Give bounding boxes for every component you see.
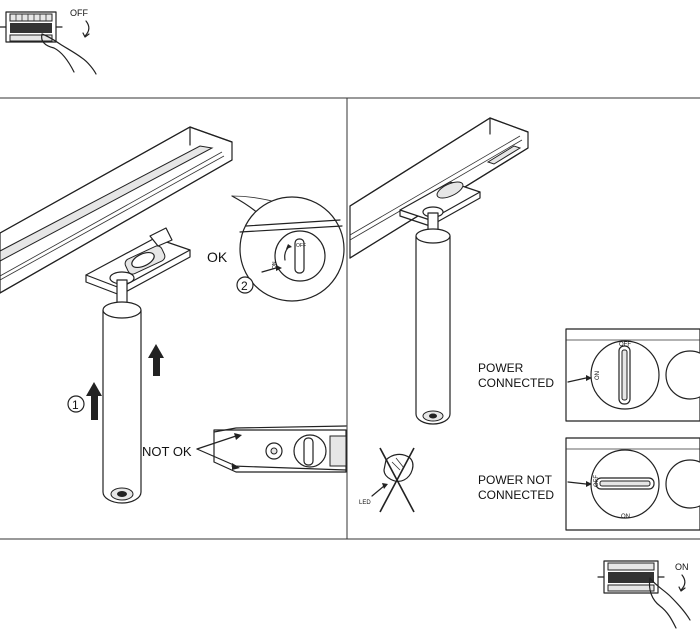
dial-off-label: OFF — [619, 342, 631, 348]
dial-on-label: ON — [595, 371, 601, 380]
spotlight-body — [102, 271, 142, 504]
push-up-arrows — [86, 344, 164, 420]
not-ok-label: NOT OK — [142, 444, 192, 459]
left-panel: 1 OFF ON OK 2 — [0, 126, 347, 504]
rotate-arrow-icon — [84, 20, 90, 37]
breaker-switches — [9, 13, 53, 42]
cross-icon — [379, 447, 415, 513]
power-connected-label: POWER CONNECTED — [478, 361, 554, 390]
power-not-connected-label: POWER NOT CONNECTED — [478, 473, 555, 502]
step-2-label: 2 — [241, 279, 248, 293]
rotate-arrow-icon — [680, 574, 686, 591]
breaker-on-illustration: ON — [597, 560, 691, 629]
up-arrow-icon — [148, 344, 164, 376]
zoom-dial-off: OFF — [296, 243, 306, 249]
on-label: ON — [675, 562, 689, 572]
led-touch-warning: LED — [359, 447, 415, 513]
hand-icon — [648, 577, 691, 629]
hand-icon — [383, 453, 414, 482]
led-label: LED — [359, 500, 371, 506]
right-panel: LED OFF ON POWER CONNECTED OFF ON — [349, 117, 700, 531]
ok-label: OK — [207, 249, 228, 265]
spotlight-body-right — [415, 206, 451, 425]
track-rail-left — [0, 126, 233, 294]
breaker-off-illustration: OFF — [0, 8, 97, 75]
dial-on-label: ON — [621, 514, 630, 520]
up-arrow-icon — [86, 382, 102, 420]
zoom-dial-on: ON — [272, 261, 278, 269]
dial-power-connected: OFF ON — [565, 328, 700, 422]
panel-frame — [0, 97, 700, 540]
zoom-callout-ok: OFF ON — [231, 195, 345, 302]
step-1-label: 1 — [72, 398, 79, 412]
dial-off-label: OFF — [594, 475, 600, 487]
track-adapter — [85, 227, 191, 296]
dial-power-not-connected: OFF ON — [565, 437, 700, 531]
hand-icon — [41, 33, 97, 75]
off-label: OFF — [70, 8, 88, 18]
not-ok-detail — [196, 425, 347, 473]
